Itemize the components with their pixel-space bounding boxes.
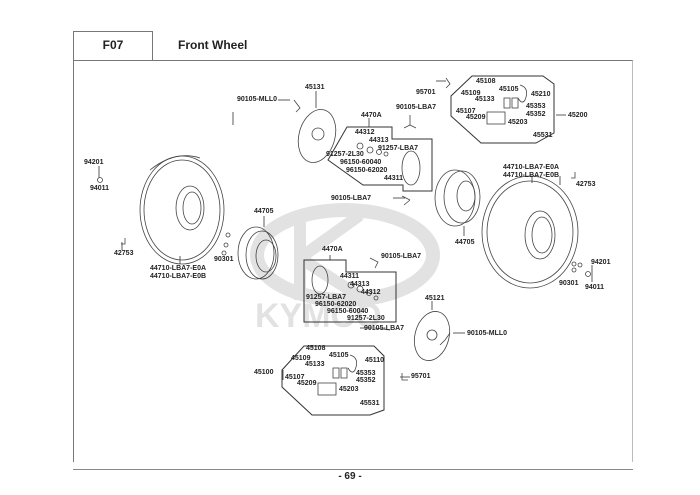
part-label: 44312	[361, 289, 381, 296]
part-label: 45531	[533, 132, 553, 139]
footer-divider	[73, 469, 633, 470]
part-label: 44710-LBA7-E0B	[150, 273, 207, 280]
part-label: 45209	[297, 380, 317, 387]
part-label: 45210	[531, 91, 551, 98]
part-label: 44710-LBA7-E0B	[503, 172, 560, 179]
upper-hub-group-outline	[327, 126, 433, 192]
valve-icon	[121, 238, 126, 245]
watermark-text: KYMCO	[255, 297, 382, 335]
part-label: 45100	[254, 369, 274, 376]
part-label: 44705	[455, 239, 475, 246]
part-label: 44313	[350, 281, 370, 288]
part-label: 96150-62020	[315, 301, 357, 308]
part-label: 45352	[356, 377, 376, 384]
page-title: Front Wheel	[178, 38, 248, 52]
part-label: 45107	[456, 108, 476, 115]
part-label: 45200	[568, 112, 588, 119]
part-label: 44710-LBA7-E0A	[150, 265, 207, 272]
part-label: 45121	[425, 295, 445, 302]
left-rim	[237, 226, 279, 280]
part-label: 45109	[291, 355, 311, 362]
part-label: 44311	[384, 175, 404, 182]
part-label: 90105-LBA7	[364, 325, 405, 332]
leader-lines	[98, 80, 593, 380]
part-label: 4470A	[322, 246, 343, 253]
part-label: 94201	[591, 259, 611, 266]
part-label: 90105-MLL0	[467, 330, 508, 337]
right-rim	[434, 169, 481, 227]
hardware-bits	[97, 77, 591, 381]
lower-hub-group-outline	[303, 259, 397, 323]
upper-brake-disc	[297, 109, 337, 163]
part-label: 90105-MLL0	[237, 96, 278, 103]
part-label: 90105-LBA7	[396, 104, 437, 111]
part-label: 90105-LBA7	[331, 195, 372, 202]
part-label: 45203	[508, 119, 528, 126]
left-tire	[139, 155, 225, 265]
part-label: 42753	[576, 181, 596, 188]
part-label: 45352	[526, 111, 546, 118]
part-label: 95701	[416, 89, 436, 96]
part-label: 90105-LBA7	[381, 253, 422, 260]
part-label: 45107	[285, 374, 305, 381]
part-label: 45353	[526, 103, 546, 110]
part-label: 44705	[254, 208, 274, 215]
part-label: 95701	[411, 373, 431, 380]
lower-brake-disc	[413, 311, 451, 361]
part-label: 45105	[499, 86, 519, 93]
part-label: 45108	[306, 345, 326, 352]
part-label: 45131	[305, 84, 325, 91]
part-label: 91257-2L30	[326, 151, 364, 158]
part-label: 45110	[365, 357, 385, 364]
part-label: 45105	[329, 352, 349, 359]
part-label: 96150-62020	[346, 167, 388, 174]
part-label: 45133	[475, 96, 495, 103]
part-label: 44313	[369, 137, 389, 144]
part-label: 45133	[305, 361, 325, 368]
lower-caliper-group-outline	[281, 345, 385, 416]
kymco-watermark: KYMCO	[250, 203, 440, 335]
lower-caliper	[317, 354, 358, 396]
part-label: 96150-60040	[340, 159, 382, 166]
part-label: 91257-2L30	[347, 315, 385, 322]
part-label: 44312	[355, 129, 375, 136]
part-label: 45108	[476, 78, 496, 85]
figure-code-box	[73, 31, 153, 60]
nut-icon	[97, 177, 103, 183]
upper-caliper-group-outline	[450, 75, 555, 144]
part-label: 90301	[559, 280, 579, 287]
figure-code: F07	[102, 38, 124, 52]
part-label: 45209	[466, 114, 486, 121]
part-label: 42753	[114, 250, 134, 257]
part-label: 4470A	[361, 112, 382, 119]
part-label: 45531	[360, 400, 380, 407]
part-label: 94201	[84, 159, 104, 166]
part-label: 44311	[340, 273, 360, 280]
upper-caliper	[486, 84, 528, 125]
lower-hub	[311, 265, 379, 301]
part-label: 90301	[214, 256, 234, 263]
page-number: - 69 -	[338, 471, 362, 482]
part-label: 96150-60040	[327, 308, 369, 315]
part-label: 45353	[356, 370, 376, 377]
part-label: 45109	[461, 90, 481, 97]
part-label: 94011	[90, 185, 110, 192]
upper-hub	[356, 142, 421, 186]
part-label: 94011	[585, 284, 605, 291]
diagram-frame	[73, 60, 633, 462]
part-label: 91257-LBA7	[378, 145, 419, 152]
part-label: 45203	[339, 386, 359, 393]
right-tire	[481, 175, 579, 289]
part-label: 44710-LBA7-E0A	[503, 164, 560, 171]
part-label: 91257-LBA7	[306, 294, 347, 301]
